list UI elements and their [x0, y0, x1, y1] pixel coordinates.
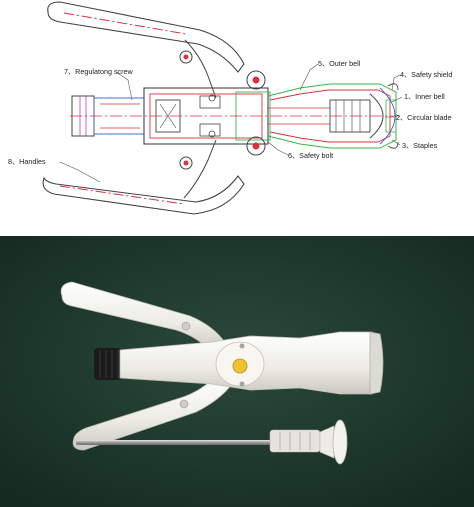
photo-screw-bottom: [239, 381, 245, 387]
photo-lower-pivot: [179, 399, 189, 409]
photo-stapler-head: [369, 331, 384, 395]
device-photo: [0, 236, 474, 507]
callout-labels: 5、Outer bell 4、Safety shield 7、Regulaton…: [8, 59, 452, 166]
lower-handle: [42, 139, 245, 215]
photo-safety-bolt: [232, 358, 248, 374]
photo-screw-top: [239, 343, 245, 349]
leader-lines: [59, 63, 403, 183]
shaft-assembly: [70, 83, 400, 149]
photo-anvil: [76, 419, 348, 465]
label-outer-bell: 5、Outer bell: [318, 59, 361, 68]
photo-adjustment-knob: [94, 348, 122, 380]
pivot-pins: [208, 70, 266, 156]
label-safety-shield: 4、Safety shield: [400, 70, 452, 79]
label-regulating-screw: 7、Regulatong screw: [64, 67, 134, 76]
technical-drawing: 5、Outer bell 4、Safety shield 7、Regulaton…: [0, 0, 474, 232]
label-circular-blade: 2、Circular blade: [396, 113, 452, 122]
upper-handle: [47, 1, 245, 99]
label-handles: 8、Handles: [8, 157, 46, 166]
label-safety-bolt: 6、Safety bolt: [288, 151, 333, 160]
label-staples: 3、Staples: [402, 141, 438, 150]
label-inner-bell: 1、Inner bell: [404, 92, 445, 101]
photo-upper-pivot: [181, 321, 191, 331]
